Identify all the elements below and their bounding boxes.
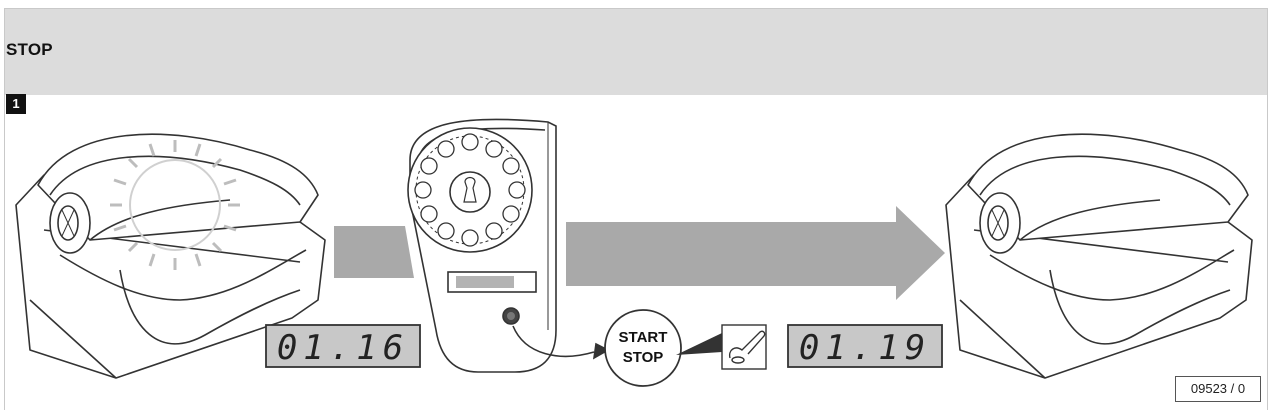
start-label: START (619, 329, 668, 346)
display-before-value: 01.16 (277, 328, 409, 368)
section-title: STOP (6, 40, 53, 59)
control-panel-icon (407, 118, 557, 373)
finger-press-icon (676, 324, 767, 370)
step-number-badge: 1 (6, 94, 26, 114)
solarium-bed-icon (15, 133, 326, 379)
sun-glow-icon (110, 140, 240, 270)
solarium-bed-icon (945, 133, 1253, 379)
pointer-arrow-icon (512, 325, 610, 360)
section-header (5, 9, 1267, 95)
display-after-value: 01.19 (799, 328, 931, 368)
start-stop-button-label: START STOP (604, 309, 682, 387)
flow-arrow-icon (334, 206, 945, 300)
stop-label: STOP (623, 349, 664, 366)
display-before: 01.16 (265, 324, 421, 368)
reference-code: 09523 / 0 (1175, 376, 1261, 402)
display-after: 01.19 (787, 324, 943, 368)
